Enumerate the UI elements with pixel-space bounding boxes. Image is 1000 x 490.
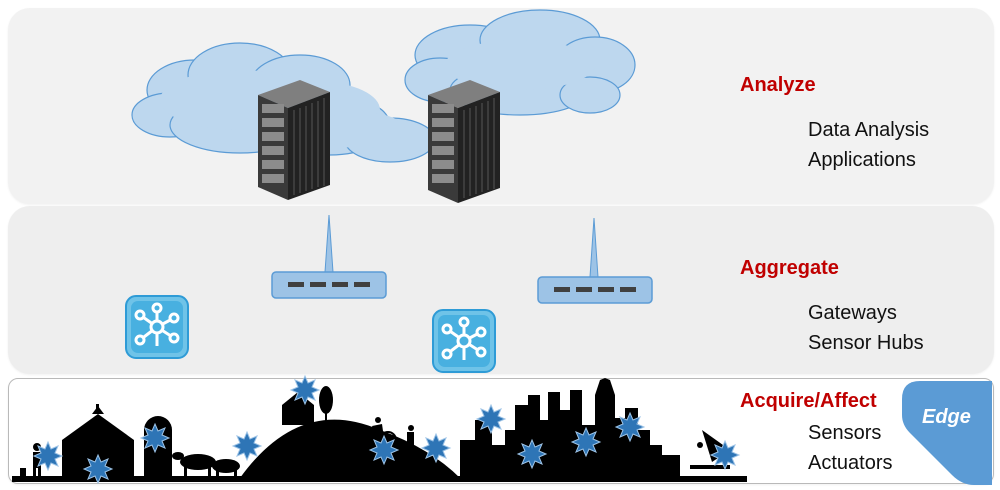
sensor-star-icon	[32, 374, 741, 485]
edge-item: Sensors	[808, 422, 882, 444]
sensor-hub-icon	[125, 295, 189, 359]
edge-item: Actuators	[808, 452, 893, 474]
sensor-hub-icon	[432, 309, 496, 373]
edge-tag	[902, 381, 992, 485]
aggregate-item: Sensor Hubs	[808, 332, 924, 354]
analyze-title: Analyze	[740, 74, 816, 96]
farm-silhouette	[12, 386, 747, 482]
analyze-item: Applications	[808, 149, 916, 171]
analyze-item: Data Analysis	[808, 119, 930, 141]
server-rack-icon	[428, 80, 500, 203]
edge-tag-label: Edge	[922, 406, 971, 428]
gateway-router-icon	[271, 214, 387, 299]
aggregate-title: Aggregate	[740, 257, 839, 279]
aggregate-item: Gateways	[808, 302, 897, 324]
server-rack-icon	[258, 80, 330, 200]
edge-title: Acquire/Affect	[740, 390, 877, 412]
gateway-router-icon	[537, 217, 653, 304]
